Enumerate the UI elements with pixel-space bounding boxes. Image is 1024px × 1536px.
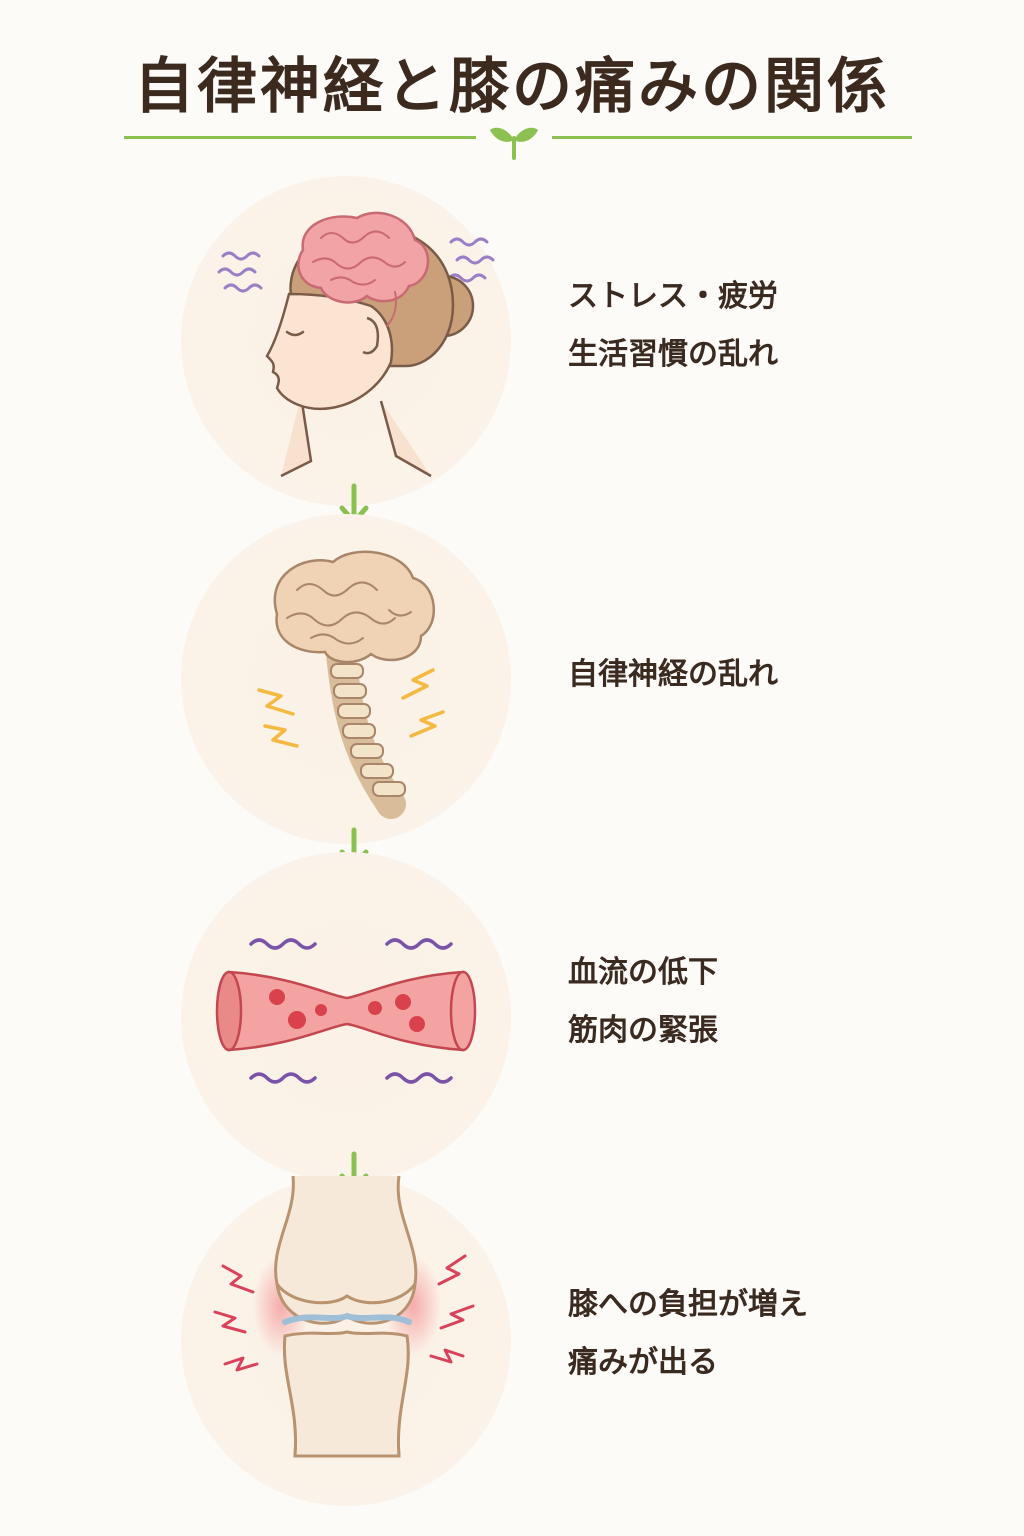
step-3-text: 血流の低下 筋肉の緊張 bbox=[568, 944, 718, 1060]
page-title: 自律神経と膝の痛みの関係 bbox=[134, 52, 890, 122]
sprout-icon bbox=[490, 127, 538, 160]
step-1-line-1: ストレス・疲労 bbox=[568, 279, 778, 314]
title-divider-left bbox=[124, 136, 476, 139]
step-3-circle bbox=[181, 852, 511, 1182]
step-1-circle bbox=[181, 176, 511, 506]
step-4-text: 膝への負担が増え 痛みが出る bbox=[568, 1276, 808, 1392]
title-divider-right bbox=[552, 136, 912, 139]
step-2-line-1: 自律神経の乱れ bbox=[568, 657, 778, 692]
step-1-text: ストレス・疲労 生活習慣の乱れ bbox=[568, 268, 778, 384]
step-2-circle bbox=[181, 514, 511, 844]
step-3-line-1: 血流の低下 bbox=[568, 955, 718, 990]
step-2-text: 自律神経の乱れ bbox=[568, 646, 778, 704]
step-3-line-2: 筋肉の緊張 bbox=[568, 1013, 718, 1048]
step-4-circle bbox=[181, 1175, 511, 1506]
blood-vessel-icon bbox=[215, 938, 477, 1084]
step-1-line-2: 生活習慣の乱れ bbox=[568, 337, 778, 372]
step-4-line-1: 膝への負担が増え bbox=[568, 1287, 808, 1322]
brain-spine-icon bbox=[257, 550, 445, 819]
step-4-line-2: 痛みが出る bbox=[568, 1345, 718, 1380]
head-brain-icon bbox=[217, 211, 495, 478]
knee-joint-icon bbox=[213, 1175, 475, 1458]
